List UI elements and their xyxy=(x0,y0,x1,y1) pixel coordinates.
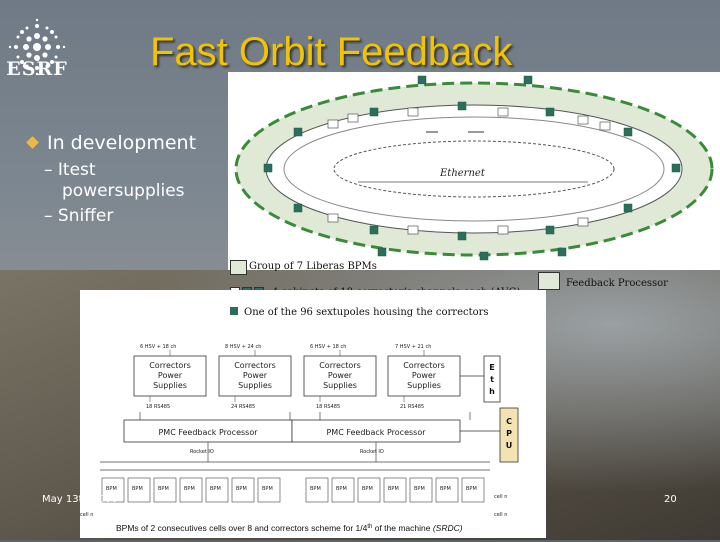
bpm-label-5: BPM xyxy=(210,486,221,492)
hsv-label-3: 6 HSV + 18 ch xyxy=(310,344,346,350)
sub-bullet-itest: – Itest xyxy=(44,160,96,180)
schematic-caption: BPMs of 2 consecutives cells over 8 and … xyxy=(116,523,463,533)
bullet-icon xyxy=(26,136,39,149)
bullet-in-development: In development xyxy=(26,132,196,154)
legend-group: Group of 7 Liberas BPMs xyxy=(249,261,377,272)
bpm-label-2: BPM xyxy=(132,486,143,492)
psu3-line2: Power xyxy=(328,371,353,380)
rs485-label-2: 24 RS485 xyxy=(231,404,255,410)
cell-right-bottom-label: cell n xyxy=(494,512,507,518)
hsv-label-4: 7 HSV + 21 ch xyxy=(395,344,431,350)
psu4-line2: Power xyxy=(412,371,437,380)
ring-diagram-panel: Ethernet xyxy=(228,72,720,270)
ring-diagram: Ethernet xyxy=(234,75,714,261)
corrector-schematic: One of the 96 sextupoles housing the cor… xyxy=(80,307,519,533)
bpm-label-12: BPM xyxy=(414,486,425,492)
cpu-letter-u: U xyxy=(506,441,513,450)
psu3-line1: Correctors xyxy=(319,361,361,370)
pmc-label-left: PMC Feedback Processor xyxy=(158,428,258,437)
footer-page-number: 20 xyxy=(664,494,677,505)
logo-text: ESRF xyxy=(6,58,68,80)
psu4-line3: Supplies xyxy=(407,381,441,390)
psu2-line3: Supplies xyxy=(238,381,272,390)
page-title: Fast Orbit Feedback xyxy=(150,30,513,74)
bpm-label-6: BPM xyxy=(236,486,247,492)
legend-sextupoles: One of the 96 sextupoles housing the cor… xyxy=(244,307,489,318)
legend-feedback-swatch xyxy=(538,272,560,290)
psu2-line2: Power xyxy=(243,371,268,380)
hsv-label-1: 6 HSV + 18 ch xyxy=(140,344,176,350)
psu3-line3: Supplies xyxy=(323,381,357,390)
psu1-line3: Supplies xyxy=(153,381,187,390)
schematic-panel: One of the 96 sextupoles housing the cor… xyxy=(80,290,546,538)
bpm-label-14: BPM xyxy=(466,486,477,492)
legend-group-swatch xyxy=(230,260,247,275)
bpm-label-1: BPM xyxy=(106,486,117,492)
rocket-io-left: Rocket IO xyxy=(190,449,214,455)
pmc-label-right: PMC Feedback Processor xyxy=(326,428,426,437)
rocket-io-right: Rocket IO xyxy=(360,449,384,455)
bpm-label-13: BPM xyxy=(440,486,451,492)
cell-left-label: cell n xyxy=(80,512,93,518)
bpm-label-8: BPM xyxy=(310,486,321,492)
esrf-logo-icon xyxy=(8,18,66,76)
bpm-label-3: BPM xyxy=(158,486,169,492)
psu1-line1: Correctors xyxy=(149,361,191,370)
cpu-letter-c: C xyxy=(506,417,512,426)
psu1-line2: Power xyxy=(158,371,183,380)
bpm-label-11: BPM xyxy=(388,486,399,492)
cpu-letter-p: P xyxy=(506,429,512,438)
psu2-line1: Correctors xyxy=(234,361,276,370)
footer-date: May 13th 2006 xyxy=(42,494,118,505)
rs485-label-3: 18 RS485 xyxy=(316,404,340,410)
sub-bullet-powersupplies: powersupplies xyxy=(62,181,185,201)
legend-feedback: Feedback Processor xyxy=(566,278,668,289)
hsv-label-2: 8 HSV + 24 ch xyxy=(225,344,261,350)
rs485-label-4: 21 RS485 xyxy=(400,404,424,410)
eth-letter-e: E xyxy=(489,363,494,372)
cell-right-top-label: cell n xyxy=(494,494,507,500)
rs485-label-1: 18 RS485 xyxy=(146,404,170,410)
sub-bullet-sniffer: – Sniffer xyxy=(44,206,114,226)
bpm-label-4: BPM xyxy=(184,486,195,492)
bpm-label-10: BPM xyxy=(362,486,373,492)
psu4-line1: Correctors xyxy=(403,361,445,370)
bpm-label-7: BPM xyxy=(262,486,273,492)
eth-letter-h: h xyxy=(489,387,495,396)
ethernet-label: Ethernet xyxy=(439,168,486,179)
bpm-label-9: BPM xyxy=(336,486,347,492)
eth-letter-t: t xyxy=(490,375,494,384)
